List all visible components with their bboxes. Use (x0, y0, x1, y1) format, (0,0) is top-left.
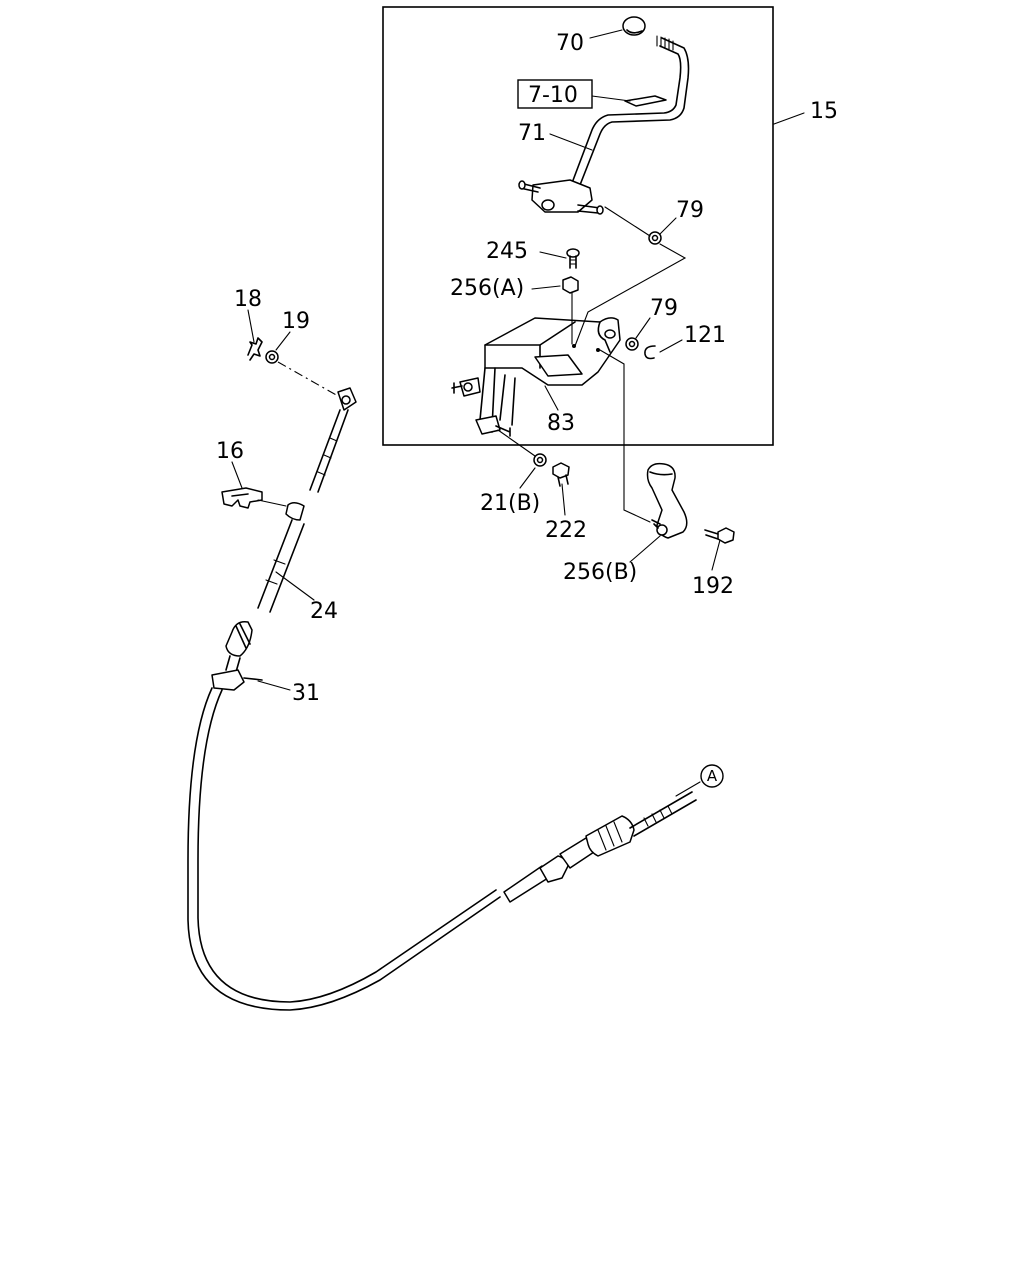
cable-bracket-31 (211, 669, 263, 691)
label-31: 31 (292, 681, 320, 706)
assembly-frame-15 (382, 6, 774, 446)
bolt-192 (704, 527, 735, 544)
assembly-line-19 (277, 361, 339, 397)
leader-71 (549, 133, 593, 151)
label-245: 245 (486, 239, 528, 264)
clip-121 (644, 345, 656, 360)
label-79a: 79 (676, 198, 704, 223)
control-cable-24 (187, 387, 697, 1011)
leader-16 (231, 461, 243, 489)
label-121: 121 (684, 323, 726, 348)
washer-79-lower (625, 337, 639, 351)
assembly-line-21b (497, 429, 536, 457)
bolt-245 (566, 248, 580, 269)
label-70: 70 (556, 31, 584, 56)
leader-21b (519, 467, 536, 489)
leader-70 (589, 29, 623, 39)
label-192: 192 (692, 574, 734, 599)
shift-knob-70 (622, 16, 646, 36)
leader-7-10 (591, 95, 631, 102)
clip-18 (247, 337, 263, 361)
leader-83 (544, 385, 559, 411)
label-21b: 21(B) (480, 491, 540, 516)
label-256b: 256(B) (563, 560, 637, 585)
shift-lever-71 (518, 35, 690, 215)
leader-256b (629, 535, 661, 563)
label-18: 18 (234, 287, 262, 312)
label-222: 222 (545, 518, 587, 543)
leader-222 (561, 483, 566, 516)
leader-256a (531, 285, 561, 290)
nut-256a (562, 276, 579, 294)
washer-79-upper (648, 231, 662, 245)
leader-ref-a (675, 781, 701, 797)
label-16: 16 (216, 439, 244, 464)
label-15: 15 (810, 99, 838, 124)
lever-arm-256b (646, 462, 688, 539)
label-24: 24 (310, 599, 338, 624)
label-7-10-box (517, 79, 593, 109)
label-71: 71 (518, 121, 546, 146)
washer-21b (533, 453, 547, 467)
bolt-222 (552, 462, 570, 487)
label-19: 19 (282, 309, 310, 334)
label-7-10: 7-10 (528, 83, 578, 108)
label-256a: 256(A) (450, 276, 524, 301)
ref-a-label: A (707, 767, 718, 785)
washer-19 (265, 350, 279, 364)
assembly-line-256b (599, 349, 651, 523)
leader-192 (711, 539, 721, 571)
bracket-83 (451, 317, 621, 437)
leader-24 (275, 571, 315, 601)
leader-19 (275, 331, 291, 351)
label-79b: 79 (650, 296, 678, 321)
label-83: 83 (547, 411, 575, 436)
clip-16 (221, 487, 263, 509)
ref-a-circle (700, 764, 724, 788)
leader-121 (659, 339, 683, 353)
leader-31 (257, 680, 291, 691)
leader-79b (635, 317, 651, 339)
assembly-line-79 (574, 206, 687, 347)
leader-18 (247, 309, 255, 343)
assembly-line-16 (257, 499, 287, 507)
leader-245 (539, 251, 567, 259)
leader-15 (773, 112, 805, 125)
leader-79a (659, 217, 677, 235)
